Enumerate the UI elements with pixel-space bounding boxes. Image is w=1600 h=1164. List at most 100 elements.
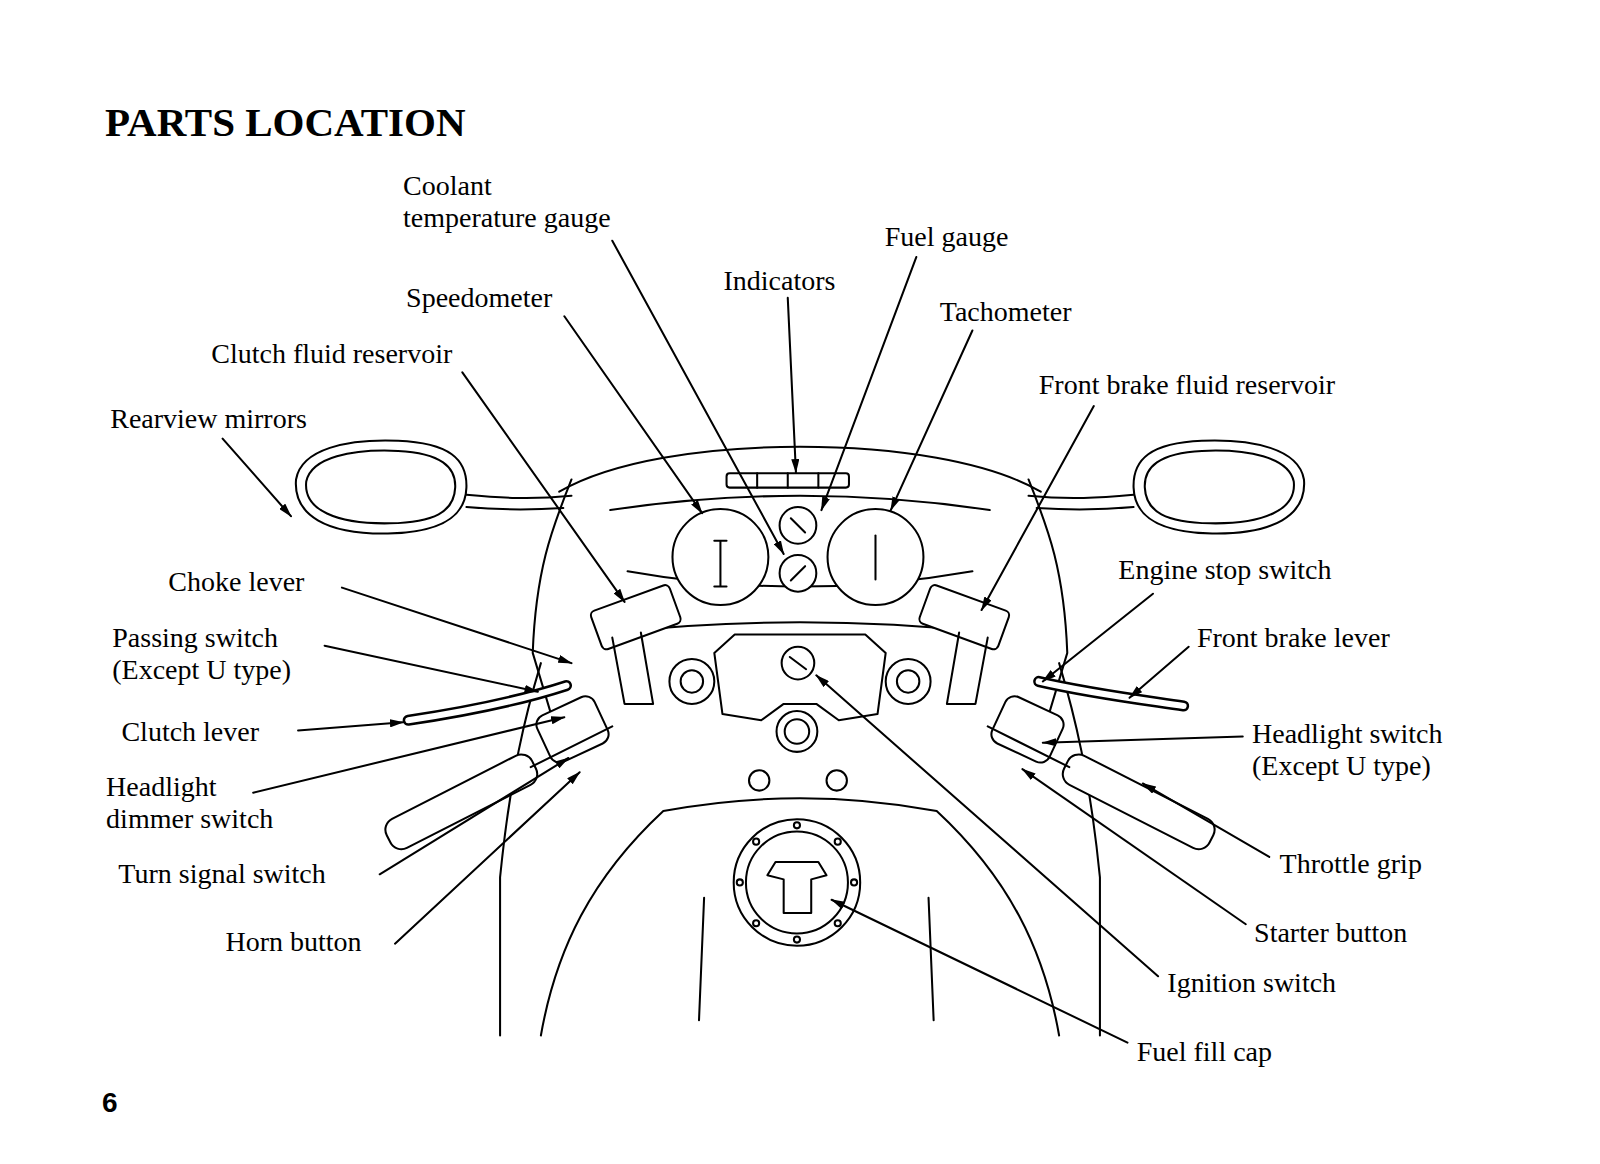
leader-line (223, 439, 291, 517)
handlebar-controls (988, 726, 1070, 767)
label-line: Choke lever (168, 566, 304, 598)
handlebar-controls (1039, 681, 1184, 705)
part-label: Front brake lever (1197, 622, 1390, 654)
mirror (306, 451, 455, 524)
leader-line (816, 675, 1158, 976)
label-line: Turn signal switch (118, 858, 325, 890)
leader-line (788, 298, 796, 472)
handlebar-controls (381, 750, 541, 853)
label-line: Fuel gauge (885, 221, 1009, 253)
body-outline (1059, 663, 1100, 1035)
leader-line (1043, 594, 1153, 682)
top-yoke (785, 719, 809, 743)
instrument-cluster (672, 473, 923, 605)
instrument-cluster (780, 555, 817, 592)
leader-line (342, 588, 572, 663)
handlebar-controls (1059, 750, 1219, 853)
label-line: Headlight switch (1252, 718, 1443, 750)
page-number: 6 (102, 1087, 118, 1119)
label-line: (Except U type) (112, 654, 291, 686)
part-label: Throttle grip (1280, 848, 1422, 880)
handlebar-controls (669, 659, 714, 704)
leader-line (1130, 647, 1189, 698)
fuel-cap (851, 879, 857, 885)
label-line: Fuel fill cap (1137, 1036, 1272, 1068)
handlebar-controls (381, 584, 1219, 854)
leader-line (821, 257, 916, 510)
label-line: Starter button (1254, 917, 1407, 949)
body-outline (699, 898, 704, 1020)
label-line: Engine stop switch (1118, 554, 1331, 586)
fuel-cap (746, 831, 848, 933)
handlebar-controls (886, 659, 931, 704)
instrument-cluster (756, 473, 758, 487)
handlebar-controls (612, 632, 653, 703)
body-outline (500, 663, 1100, 1035)
instrument-cluster (791, 518, 805, 532)
label-line: dimmer switch (106, 803, 273, 835)
label-line: Clutch fluid reservoir (211, 338, 452, 370)
body-outline (929, 898, 934, 1020)
mirror (1134, 440, 1305, 533)
fuel-cap (753, 920, 759, 926)
leader-line (832, 900, 1128, 1043)
fuel-cap (835, 839, 841, 845)
part-label: Indicators (723, 265, 835, 297)
mirror (466, 495, 571, 498)
instrument-cluster (672, 509, 768, 605)
leader-line (1043, 737, 1243, 743)
instrument-cluster (787, 473, 789, 487)
fuel-cap (737, 879, 743, 885)
part-label: Fuel gauge (885, 221, 1009, 253)
top-yoke (827, 770, 847, 790)
handlebar-controls (1039, 681, 1184, 705)
mirror (466, 507, 563, 509)
part-label: Passing switch (Except U type) (112, 622, 291, 686)
part-label: Clutch fluid reservoir (211, 338, 452, 370)
page-title: PARTS LOCATION (105, 99, 465, 145)
fuel-cap (794, 822, 800, 828)
top-yoke (777, 711, 818, 752)
part-label: Rearview mirrors (110, 403, 307, 435)
part-label: Ignition switch (1167, 967, 1336, 999)
leader-line (325, 646, 538, 692)
part-label: Horn button (226, 926, 362, 958)
handlebar-controls (681, 670, 703, 692)
mirror (296, 440, 467, 533)
leader-line (380, 758, 569, 874)
label-line: Rearview mirrors (110, 403, 307, 435)
leader-line (1022, 769, 1245, 924)
instrument-cluster (828, 509, 924, 605)
handlebar-controls (408, 686, 566, 721)
leader-line (982, 406, 1094, 610)
handlebar-controls (947, 632, 988, 703)
label-line: Horn button (226, 926, 362, 958)
handlebar-controls (408, 686, 566, 721)
label-line: Speedometer (406, 282, 552, 314)
part-label: Turn signal switch (118, 858, 325, 890)
part-label: Headlight dimmer switch (106, 771, 273, 835)
instrument-cluster (780, 507, 817, 544)
leader-line (564, 316, 702, 513)
label-line: Front brake lever (1197, 622, 1390, 654)
label-line: (Except U type) (1252, 750, 1443, 782)
fairing (533, 479, 572, 714)
handlebar-controls (988, 693, 1067, 766)
fuel-cap (734, 819, 860, 945)
leader-line (253, 717, 564, 792)
fuel-cap (835, 920, 841, 926)
instrument-cluster (791, 566, 805, 580)
top-yoke (714, 635, 885, 721)
part-label: Engine stop switch (1118, 554, 1331, 586)
label-line: Throttle grip (1280, 848, 1422, 880)
fairing (559, 447, 1041, 492)
instrument-cluster (874, 536, 876, 580)
label-line: Ignition switch (1167, 967, 1336, 999)
handlebar-controls (531, 726, 613, 767)
fuel-cap (753, 839, 759, 845)
handlebar-controls (589, 584, 682, 651)
part-label: Coolant temperature gauge (403, 170, 611, 234)
body-outline (500, 663, 541, 1035)
part-label: Fuel fill cap (1137, 1036, 1272, 1068)
leader-line (298, 722, 403, 730)
